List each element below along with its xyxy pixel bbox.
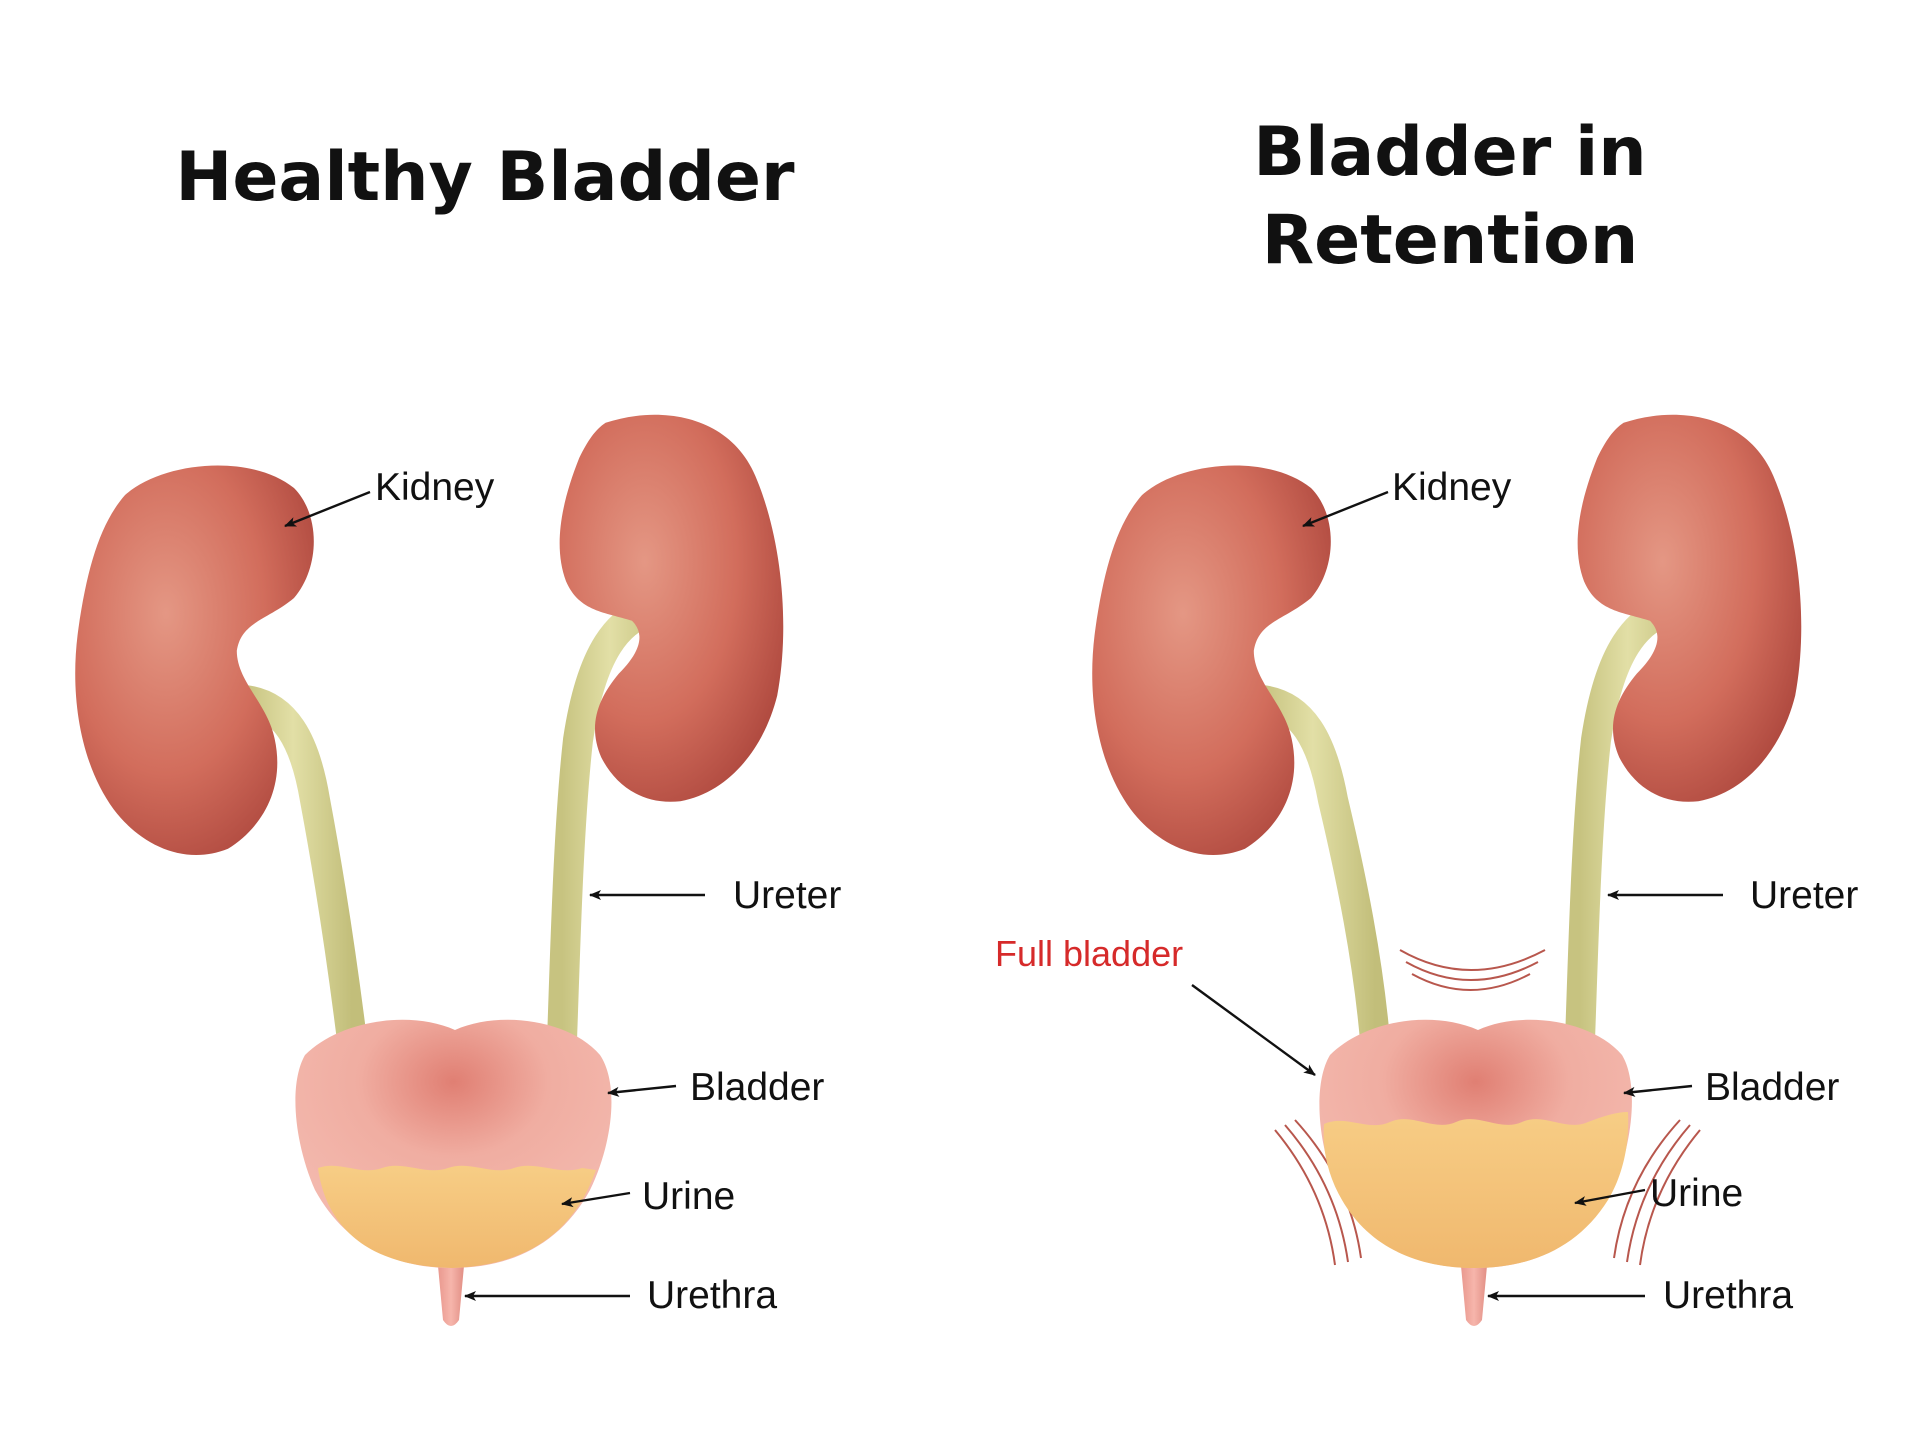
arrow-bladder xyxy=(607,1084,677,1097)
label-bladder: Bladder xyxy=(1705,1066,1839,1109)
healthy-title: Healthy Bladder xyxy=(175,138,795,217)
label-urethra: Urethra xyxy=(1663,1274,1793,1317)
urine-fill xyxy=(1323,1112,1629,1268)
label-ureter: Ureter xyxy=(733,874,841,917)
bladder xyxy=(295,1019,612,1268)
right-kidney xyxy=(559,414,784,802)
strain-marks-top xyxy=(1399,949,1546,991)
label-urine: Urine xyxy=(642,1175,735,1218)
arrow-kidney xyxy=(284,490,371,528)
strain-marks-right xyxy=(1613,1119,1701,1266)
bladder xyxy=(1319,1019,1632,1268)
label-ureter: Ureter xyxy=(1750,874,1858,917)
arrow-urine xyxy=(561,1191,631,1208)
right-ureter xyxy=(1565,593,1701,1055)
label-urethra: Urethra xyxy=(647,1274,777,1317)
left-kidney xyxy=(75,465,314,855)
arrow-bladder xyxy=(1623,1084,1693,1097)
label-bladder: Bladder xyxy=(690,1066,824,1109)
left-ureter xyxy=(230,685,367,1055)
retention-panel: Bladder in Retention xyxy=(995,113,1858,1326)
healthy-panel: Healthy Bladder Kidney Ureter Bladder Ur… xyxy=(75,138,841,1326)
retention-title-line2: Retention xyxy=(1262,201,1638,280)
retention-title-line1: Bladder in xyxy=(1253,113,1646,192)
urethra xyxy=(437,1255,465,1326)
label-urine: Urine xyxy=(1650,1172,1743,1215)
label-kidney: Kidney xyxy=(375,466,495,509)
arrow-urine xyxy=(1574,1188,1646,1206)
left-kidney xyxy=(1092,465,1331,855)
left-ureter xyxy=(1247,685,1390,1055)
label-full-bladder: Full bladder xyxy=(995,933,1183,974)
right-kidney xyxy=(1577,414,1802,802)
urine-fill xyxy=(318,1165,596,1268)
label-kidney: Kidney xyxy=(1392,466,1512,509)
right-ureter xyxy=(547,593,683,1055)
urethra xyxy=(1460,1255,1488,1326)
arrow-kidney xyxy=(1302,490,1389,528)
arrow-full-bladder xyxy=(1191,984,1316,1076)
